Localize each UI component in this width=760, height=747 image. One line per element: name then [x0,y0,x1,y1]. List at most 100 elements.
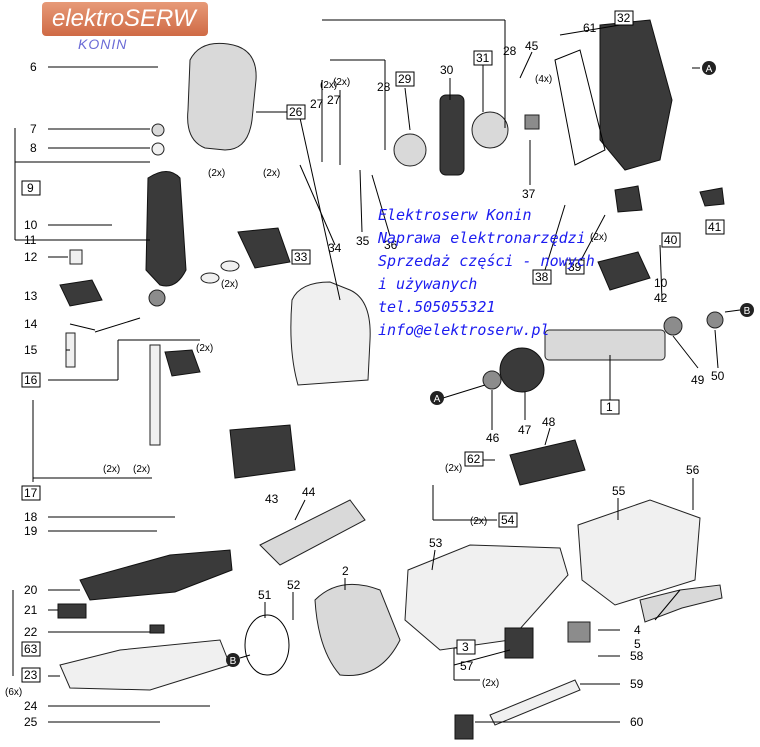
callout-10-left: 10 [24,218,38,232]
callout-19: 19 [24,524,38,538]
brand-logo: elektroSERW [42,2,208,36]
marker-b-left [226,653,240,667]
callout-10-right: 10 [654,276,668,290]
callout-4: 4 [634,623,641,637]
part-51-fan-guide [244,614,290,676]
callout-63: 63 [24,642,38,656]
part-61-gasket [554,49,606,166]
svg-text:(2x): (2x) [333,77,350,88]
part-31-gear [471,111,509,149]
callout-51: 51 [258,588,272,602]
part-40-bracket [597,251,651,291]
brand-logo-text: elektroSERW [52,5,196,32]
marker-a-mid [430,391,444,405]
marker-a-top [702,61,716,75]
callout-labels: 6 7 8 9 10 11 12 13 14 15 16 17 18 19 20… [24,11,725,729]
callout-58: 58 [630,649,644,663]
callout-28-b: 28 [503,44,517,58]
part-30-eccentric [439,94,465,176]
part-2-stator [314,583,401,677]
svg-text:(2x): (2x) [103,464,120,475]
svg-text:(2x): (2x) [470,516,487,527]
part-20-base [79,549,233,601]
part-43-housing [229,424,296,479]
callout-47: 47 [518,423,532,437]
svg-text:(2x): (2x) [133,464,150,475]
svg-text:(4x): (4x) [535,74,552,85]
callout-17: 17 [24,486,38,500]
connection-markers: A A B B [226,61,754,667]
callout-46: 46 [486,431,500,445]
callout-7: 7 [30,122,37,136]
contact-phone: tel.505055321 [378,298,496,316]
callout-15: 15 [24,343,38,357]
callout-49: 49 [691,373,705,387]
part-55-cover [577,499,701,606]
callout-60: 60 [630,715,644,729]
marker-b-right-label: B [744,306,751,317]
part-13-cover [59,279,103,307]
callout-23: 23 [24,668,38,682]
svg-text:(2x): (2x) [208,168,225,179]
callout-27-a: 27 [310,97,324,111]
part-60-lock [454,714,474,740]
part-1-armature [544,329,666,361]
quantity-multipliers: (2x) (2x) (4x) (2x) (2x) (2x) (2x) (2x) … [5,74,607,698]
contact-parts-cont: i używanych [378,275,478,293]
marker-b-left-label: B [230,656,237,667]
callout-30: 30 [440,63,454,77]
callout-14: 14 [24,317,38,331]
callout-36: 36 [384,238,398,252]
callout-34: 34 [328,241,342,255]
callout-50: 50 [711,369,725,383]
marker-b-right [740,303,754,317]
part-handle-cover [290,281,371,386]
callout-59: 59 [630,677,644,691]
callout-29: 29 [398,72,412,86]
callout-61: 61 [583,21,597,35]
svg-text:(2x): (2x) [196,343,213,354]
part-bearing-28 [524,114,540,130]
boxed-callouts [21,10,725,683]
callout-6: 6 [30,60,37,74]
part-44-handle [259,499,366,566]
callout-25: 25 [24,715,38,729]
contact-email: info@elektroserw.pl [378,321,550,339]
callout-33: 33 [294,250,308,264]
callout-28-a: 28 [377,80,391,94]
part-41-clip [699,187,725,207]
callout-3: 3 [462,640,469,654]
part-26-top-housing [187,42,257,151]
part-12-cap [69,249,83,265]
part-33-washer-2 [220,260,240,272]
brand-city: KONIN [78,36,128,52]
callout-45: 45 [525,39,539,53]
callout-9: 9 [27,181,34,195]
callout-12: 12 [24,250,38,264]
callout-57: 57 [460,659,474,673]
part-7-ring [151,123,165,137]
callout-62: 62 [467,452,481,466]
callout-43: 43 [265,492,279,506]
svg-text:(2x): (2x) [482,678,499,689]
part-48-electronics [509,439,586,486]
part-14-pin [94,317,141,333]
svg-text:(2x): (2x) [445,463,462,474]
contact-service: Naprawa elektronarzędzi [378,229,586,247]
marker-a-top-label: A [706,64,713,75]
callout-48: 48 [542,415,556,429]
part-3-switch [504,627,534,659]
part-33-rocker [237,227,291,269]
marker-a-mid-label: A [434,394,441,405]
callout-39: 39 [568,260,582,274]
callout-1: 1 [606,400,613,414]
part-46-bearing [482,370,502,390]
callout-31: 31 [476,51,490,65]
callout-40: 40 [664,233,678,247]
part-33-washer [200,272,220,284]
part-47-fan [499,347,545,393]
part-59-rod [489,679,581,726]
callout-2: 2 [342,564,349,578]
part-4-plug [567,621,591,643]
